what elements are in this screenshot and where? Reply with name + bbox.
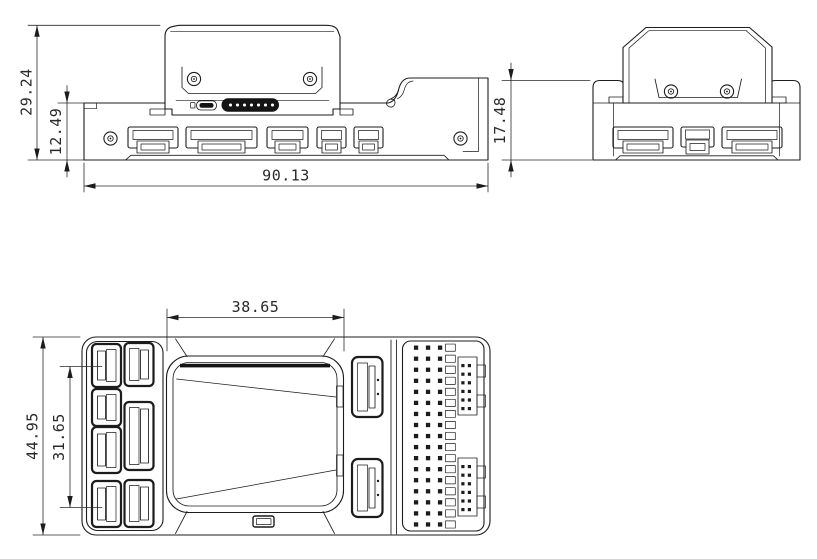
jst-connector bbox=[123, 478, 155, 529]
jst-connector bbox=[350, 355, 384, 419]
dim-connector-span: 31.65 bbox=[50, 366, 103, 508]
pin-header-port bbox=[221, 98, 279, 112]
jst-connector bbox=[127, 126, 179, 154]
bottom-center-module bbox=[165, 355, 345, 514]
side-view: 17.48 bbox=[491, 26, 801, 178]
dim-label: 31.65 bbox=[50, 413, 68, 461]
jst-connector bbox=[123, 341, 155, 388]
dim-base-height: 12.49 bbox=[47, 85, 85, 178]
micro-usb-port bbox=[190, 100, 217, 111]
dim-label: 29.24 bbox=[18, 68, 36, 116]
bottom-right-section bbox=[390, 339, 486, 535]
header-connector bbox=[457, 457, 478, 517]
header-connector bbox=[457, 356, 478, 416]
front-right-rail-line bbox=[462, 77, 479, 152]
front-module-pocket bbox=[181, 66, 323, 94]
jst-connector bbox=[90, 425, 123, 475]
dim-center-width: 38.65 bbox=[166, 298, 345, 352]
dim-label: 44.95 bbox=[24, 412, 42, 460]
jst-connector bbox=[123, 400, 155, 472]
dim-label: 17.48 bbox=[491, 97, 509, 145]
castellation-strip bbox=[445, 343, 456, 529]
jst-connector bbox=[350, 457, 384, 519]
jst-connector bbox=[90, 342, 123, 389]
dim-label: 38.65 bbox=[232, 298, 280, 316]
bottom-left-bank bbox=[85, 340, 164, 532]
dim-label: 90.13 bbox=[262, 167, 310, 185]
dim-label: 12.49 bbox=[47, 108, 65, 156]
header-pin-grid bbox=[461, 364, 471, 512]
dim-overall-depth: 44.95 bbox=[24, 336, 81, 536]
dim-overall-width: 90.13 bbox=[83, 162, 489, 193]
jst-connector bbox=[266, 126, 309, 154]
jst-connector bbox=[612, 126, 674, 154]
front-module-ear-left bbox=[149, 108, 166, 116]
bottom-outline bbox=[81, 336, 491, 536]
front-bottom-recess bbox=[125, 154, 449, 161]
jst-connector bbox=[90, 479, 123, 529]
pin-grid bbox=[413, 345, 443, 527]
jst-connector bbox=[721, 126, 783, 154]
jst-connector bbox=[680, 126, 715, 155]
side-bottom-recess bbox=[615, 155, 778, 161]
bottom-taper-edges bbox=[175, 338, 335, 535]
jst-connector bbox=[185, 126, 258, 154]
front-hook-inner bbox=[397, 80, 414, 100]
dim-overall-height: 29.24 bbox=[18, 24, 161, 161]
dim-side-height: 17.48 bbox=[491, 62, 593, 178]
front-module-ear-right bbox=[339, 108, 354, 116]
side-module bbox=[622, 26, 773, 104]
front-view: 29.24 12.49 90.13 bbox=[18, 24, 489, 193]
front-left-notch bbox=[83, 102, 97, 110]
jst-connector bbox=[353, 126, 384, 154]
small-connector bbox=[252, 515, 275, 528]
bottom-view: 38.65 44.95 31.65 bbox=[24, 298, 491, 536]
front-hook-detail bbox=[386, 89, 399, 108]
side-module-inner-edges bbox=[628, 30, 766, 104]
jst-connector bbox=[316, 126, 347, 154]
side-module-pocket bbox=[654, 78, 742, 98]
